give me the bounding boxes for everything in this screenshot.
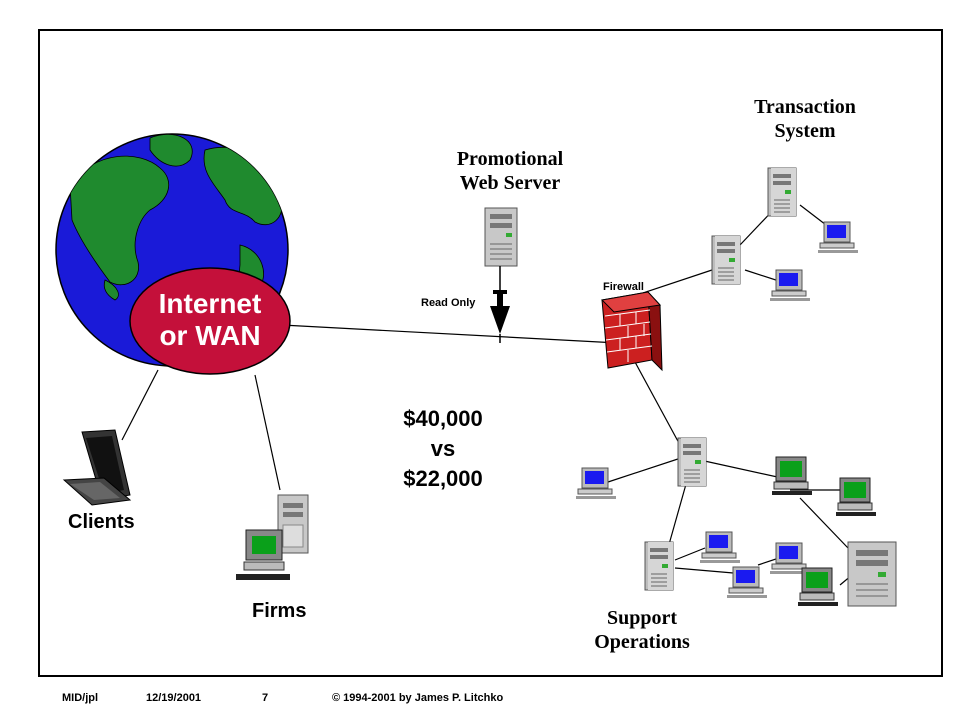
cost-line3: $22,000 xyxy=(403,466,483,491)
support-server-icon xyxy=(677,437,707,487)
cost-line2: vs xyxy=(430,436,456,461)
internet-wan-label: Internet or WAN xyxy=(130,288,290,352)
support-server-icon xyxy=(644,541,674,591)
workstation-icon xyxy=(817,221,859,254)
transaction-system-label: Transaction System xyxy=(735,95,875,143)
cloud-line1: Internet xyxy=(158,288,262,319)
promo-line1: Promotional xyxy=(456,148,564,170)
firms-workstation-icon xyxy=(236,494,309,580)
workstation-icon xyxy=(769,269,811,302)
workstation-icon xyxy=(699,531,741,564)
footer-copyright: © 1994-2001 by James P. Litchko xyxy=(332,692,504,704)
web-server-icon xyxy=(484,207,518,267)
firms-label: Firms xyxy=(252,600,307,622)
read-only-arrow-icon xyxy=(490,266,510,343)
workstation-icon xyxy=(726,566,768,599)
slide-frame xyxy=(38,29,943,677)
cost-line1: $40,000 xyxy=(403,406,483,431)
laptop-icon xyxy=(62,429,132,506)
read-only-label: Read Only xyxy=(421,297,476,309)
firewall-label: Firewall xyxy=(603,281,644,293)
workstation-icon xyxy=(771,456,813,496)
clients-label: Clients xyxy=(68,511,135,533)
internet-wan-cloud xyxy=(129,267,291,375)
workstation-icon xyxy=(797,567,839,607)
workstation-icon xyxy=(835,477,877,517)
support-line2: Operations xyxy=(594,631,690,653)
footer-author: MID/jpl xyxy=(62,692,99,704)
transaction-line1: Transaction xyxy=(754,96,856,118)
promotional-web-server-label: Promotional Web Server xyxy=(440,147,580,195)
support-operations-label: Support Operations xyxy=(572,606,712,654)
promo-line2: Web Server xyxy=(459,172,561,194)
support-line1: Support xyxy=(606,607,678,629)
transaction-line2: System xyxy=(774,120,836,142)
transaction-server-icon xyxy=(767,167,797,217)
footer-page: 7 xyxy=(262,692,269,704)
footer-date: 12/19/2001 xyxy=(146,692,202,704)
cost-comparison: $40,000 vs $22,000 xyxy=(383,404,503,494)
cloud-line2: or WAN xyxy=(159,320,261,351)
support-server-icon xyxy=(847,541,897,607)
firewall-icon xyxy=(600,290,663,372)
transaction-server-icon xyxy=(711,235,741,285)
workstation-icon xyxy=(575,467,617,500)
